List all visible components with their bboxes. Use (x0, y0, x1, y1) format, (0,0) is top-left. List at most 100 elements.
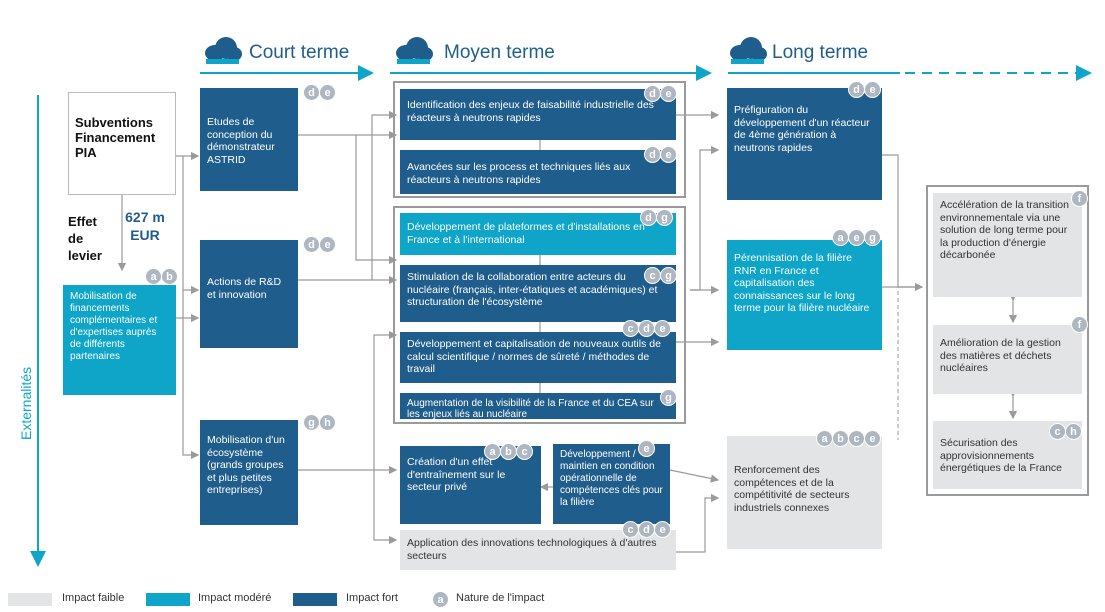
moyen-box-plateformes: Développement de plateformes et d'instal… (400, 213, 676, 255)
impact-badge: b (500, 443, 517, 460)
legend-nature: Nature de l'impact (456, 592, 545, 604)
impact-badge: d (638, 320, 655, 337)
impact-badge: c (622, 320, 639, 337)
moyen-box-outils: Développement et capitalisation de nouve… (400, 332, 676, 383)
impact-badge: g (864, 229, 881, 246)
impact-badge: d (644, 146, 661, 163)
impact-badge: g (656, 209, 673, 226)
impact-badge: e (864, 430, 881, 447)
header-court-terme: Court terme (249, 42, 350, 63)
externalites-label: Externalités (18, 366, 34, 440)
impact-badge: f (1071, 190, 1088, 207)
impact-badge: b (161, 268, 178, 285)
cloud-icon (392, 35, 434, 70)
moyen-box-competences: Développement / maintien en condition op… (553, 444, 670, 524)
header-long-terme: Long terme (772, 42, 869, 63)
legend-swatch-modere (146, 593, 190, 606)
effet-amount: 627 m EUR (120, 208, 170, 244)
legend-modere: Impact modéré (198, 592, 272, 604)
final-box-text: Accélération de la transition environnem… (940, 199, 1069, 261)
moyen-box-text: Développement et capitalisation de nouve… (407, 338, 661, 375)
impact-badge: d (303, 84, 320, 101)
moyen-box-text: Stimulation de la collaboration entre ac… (407, 271, 658, 308)
impact-badge: d (303, 236, 320, 253)
impact-badge: e (319, 236, 336, 253)
final-box-gestion: Amélioration de la gestion des matières … (933, 325, 1082, 394)
impact-badge: g (660, 389, 677, 406)
legend-faible: Impact faible (62, 592, 125, 604)
impact-badge: e (660, 85, 677, 102)
moyen-box-stimulation: Stimulation de la collaboration entre ac… (400, 265, 676, 322)
cloud-icon (201, 35, 243, 70)
long-box-prefiguration: Préfiguration du développement d'un réac… (727, 88, 882, 200)
subventions-line3: PIA (75, 145, 97, 160)
impact-badge: a (832, 229, 849, 246)
long-box-text: Préfiguration du développement d'un réac… (734, 104, 870, 154)
moyen-box-text: Développement / maintien en condition op… (560, 449, 663, 508)
moyen-box-text: Application des innovations technologiqu… (407, 537, 657, 562)
impact-badge: c (644, 267, 661, 284)
impact-badge: d (640, 209, 657, 226)
legend-badge-icon: a (432, 591, 449, 608)
moyen-box-visibilite: Augmentation de la visibilité de la Fran… (400, 393, 676, 420)
mobilisation-financements-text: Mobilisation de financements complémenta… (70, 291, 158, 362)
final-group-frame (926, 185, 1089, 496)
impact-badge: g (303, 414, 320, 431)
moyen-box-text: Augmentation de la visibilité de la Fran… (407, 398, 654, 420)
moyen-box-application: Application des innovations technologiqu… (400, 530, 676, 570)
moyen-group-frame-2 (393, 206, 686, 424)
court-box-text: Actions de R&D et innovation (207, 276, 282, 301)
impact-badge: h (1065, 423, 1082, 440)
impact-badge: e (848, 229, 865, 246)
effet-line1: Effet (68, 214, 97, 229)
impact-badge: b (832, 430, 849, 447)
impact-badge: c (622, 521, 639, 538)
moyen-box-identification: Identification des enjeux de faisabilité… (400, 89, 676, 140)
moyen-box-text: Avancées sur les process et techniques l… (407, 161, 631, 186)
impact-badge: a (816, 430, 833, 447)
mobilisation-financements-box: Mobilisation de financements complémenta… (63, 285, 176, 395)
final-box-text: Amélioration de la gestion des matières … (940, 337, 1061, 374)
impact-badge: a (484, 443, 501, 460)
impact-badge: e (319, 84, 336, 101)
amount-value: 627 m (125, 209, 165, 225)
court-box-astrid: Etudes de conception du démonstrateur AS… (200, 88, 298, 191)
long-box-text: Pérennisation de la filière RNR en Franc… (734, 252, 870, 314)
impact-badge: e (660, 146, 677, 163)
impact-badge: e (864, 81, 881, 98)
long-box-renforcement: Renforcement des compétences et de la co… (727, 436, 882, 549)
impact-badge: f (1071, 316, 1088, 333)
moyen-box-text: Identification des enjeux de faisabilité… (407, 99, 654, 124)
subventions-box: Subventions Financement PIA (68, 92, 176, 195)
court-box-text: Etudes de conception du démonstrateur AS… (207, 116, 275, 166)
header-moyen-terme: Moyen terme (444, 42, 555, 63)
impact-badge: d (848, 81, 865, 98)
subventions-line1: Subventions (75, 115, 154, 130)
impact-badge: d (644, 85, 661, 102)
impact-badge: h (319, 414, 336, 431)
final-box-transition: Accélération de la transition environnem… (933, 193, 1082, 297)
legend-swatch-faible (8, 593, 52, 606)
moyen-box-text: Développement de plateformes et d'instal… (407, 221, 645, 246)
legend-fort: Impact fort (346, 592, 398, 604)
effet-levier-label: Effet de levier (68, 213, 102, 264)
amount-unit: EUR (130, 227, 160, 243)
effet-line3: levier (68, 248, 102, 263)
cloud-icon (726, 35, 768, 70)
court-box-ecosysteme: Mobilisation d'un écosystème (grands gro… (200, 420, 298, 525)
moyen-box-avancees: Avancées sur les process et techniques l… (400, 150, 676, 194)
impact-badge: a (145, 268, 162, 285)
court-box-text: Mobilisation d'un écosystème (grands gro… (207, 434, 285, 496)
legend-swatch-fort (293, 593, 337, 606)
moyen-group-frame-1 (393, 81, 686, 198)
court-box-rd: Actions de R&D et innovation (200, 240, 298, 348)
subventions-line2: Financement (75, 130, 156, 145)
impact-badge: e (638, 440, 655, 457)
final-box-text: Sécurisation des approvisionnements éner… (940, 437, 1062, 474)
impact-badge: g (660, 267, 677, 284)
impact-badge: e (654, 521, 671, 538)
impact-badge: c (516, 443, 533, 460)
impact-badge: e (654, 320, 671, 337)
